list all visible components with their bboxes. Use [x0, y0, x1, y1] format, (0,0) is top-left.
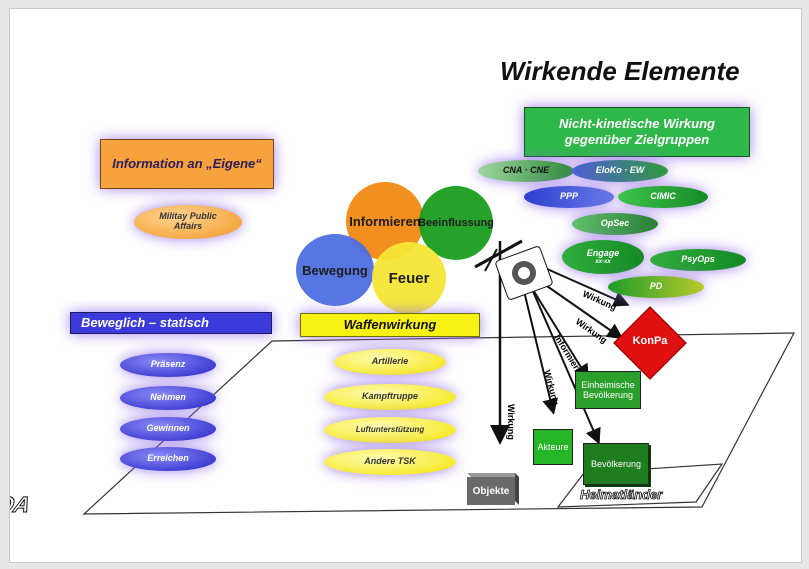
cna-cne-pill: CNA · CNE [478, 160, 574, 182]
slide-title: Wirkende Elemente [500, 56, 740, 86]
einheimische-bevoelkerung-box: Einheimische Bevölkerung [575, 371, 641, 409]
heimatlaender-label: Heimatländer [580, 487, 663, 502]
circle-beeinflussung: Beeinflussung [418, 186, 494, 260]
info-eigene-label: Information an „Eigene“ [112, 155, 262, 171]
elsko-ew-pill: EloKo · EW [572, 160, 668, 182]
cimic-pill: CIMIC [618, 186, 708, 208]
waffen-item-kampftruppe: Kampftruppe [324, 384, 456, 410]
waffenwirkung-label: Waffenwirkung [343, 316, 437, 332]
bew-item-praesenz: Präsenz [120, 353, 216, 377]
military-public-affairs-pill: Militay Public Affairs [134, 205, 242, 239]
arrow-wirkung-akteure [523, 290, 558, 415]
info-eigene-box: Information an „Eigene“ [100, 139, 274, 189]
circle-feuer: Feuer [372, 242, 446, 314]
nicht-kinetische-box: Nicht-kinetische Wirkung gegenüber Zielg… [524, 107, 750, 157]
opsec-pill: OpSec [572, 213, 658, 235]
bew-item-nehmen: Nehmen [120, 386, 216, 410]
konpa-label: KonPa [632, 335, 668, 347]
akteure-box: Akteure [533, 429, 573, 465]
beweglich-statisch-box: Beweglich – statisch [70, 312, 272, 334]
bew-item-erreichen: Erreichen [120, 447, 216, 471]
arrow-wirkung-konpa [537, 264, 630, 307]
psyops-pill: PsyOps [650, 249, 746, 271]
nicht-kinetische-label: Nicht-kinetische Wirkung gegenüber Zielg… [559, 115, 715, 147]
objekte-label: Objekte [472, 486, 510, 497]
diagram-canvas: Wirkung Wirkung Informieren Wirkung Wirk… [9, 8, 802, 563]
pd-pill: PD [608, 276, 704, 298]
waffen-item-luftunterstuetzung: Luftunterstützung [324, 417, 456, 443]
waffenwirkung-box: Waffenwirkung [300, 313, 480, 337]
label-wirkung-4: Wirkung [506, 404, 516, 440]
arrow-informieren [529, 284, 590, 381]
arrow-wirkung-bevoelkerung [531, 288, 601, 445]
objekte-cube [465, 471, 523, 507]
beweglich-statisch-label: Beweglich – statisch [81, 314, 209, 330]
waffen-item-artillerie: Artillerie [334, 349, 446, 375]
joa-label: JOA [10, 492, 32, 517]
ppp-pill: PPP [524, 186, 614, 208]
bevoelkerung-box: Bevölkerung [583, 443, 649, 485]
bew-item-gewinnen: Gewinnen [120, 417, 216, 441]
circle-bewegung: Bewegung [296, 234, 374, 306]
emblem-icon [494, 245, 554, 301]
waffen-item-andere-tsk: Andere TSK [324, 449, 456, 475]
